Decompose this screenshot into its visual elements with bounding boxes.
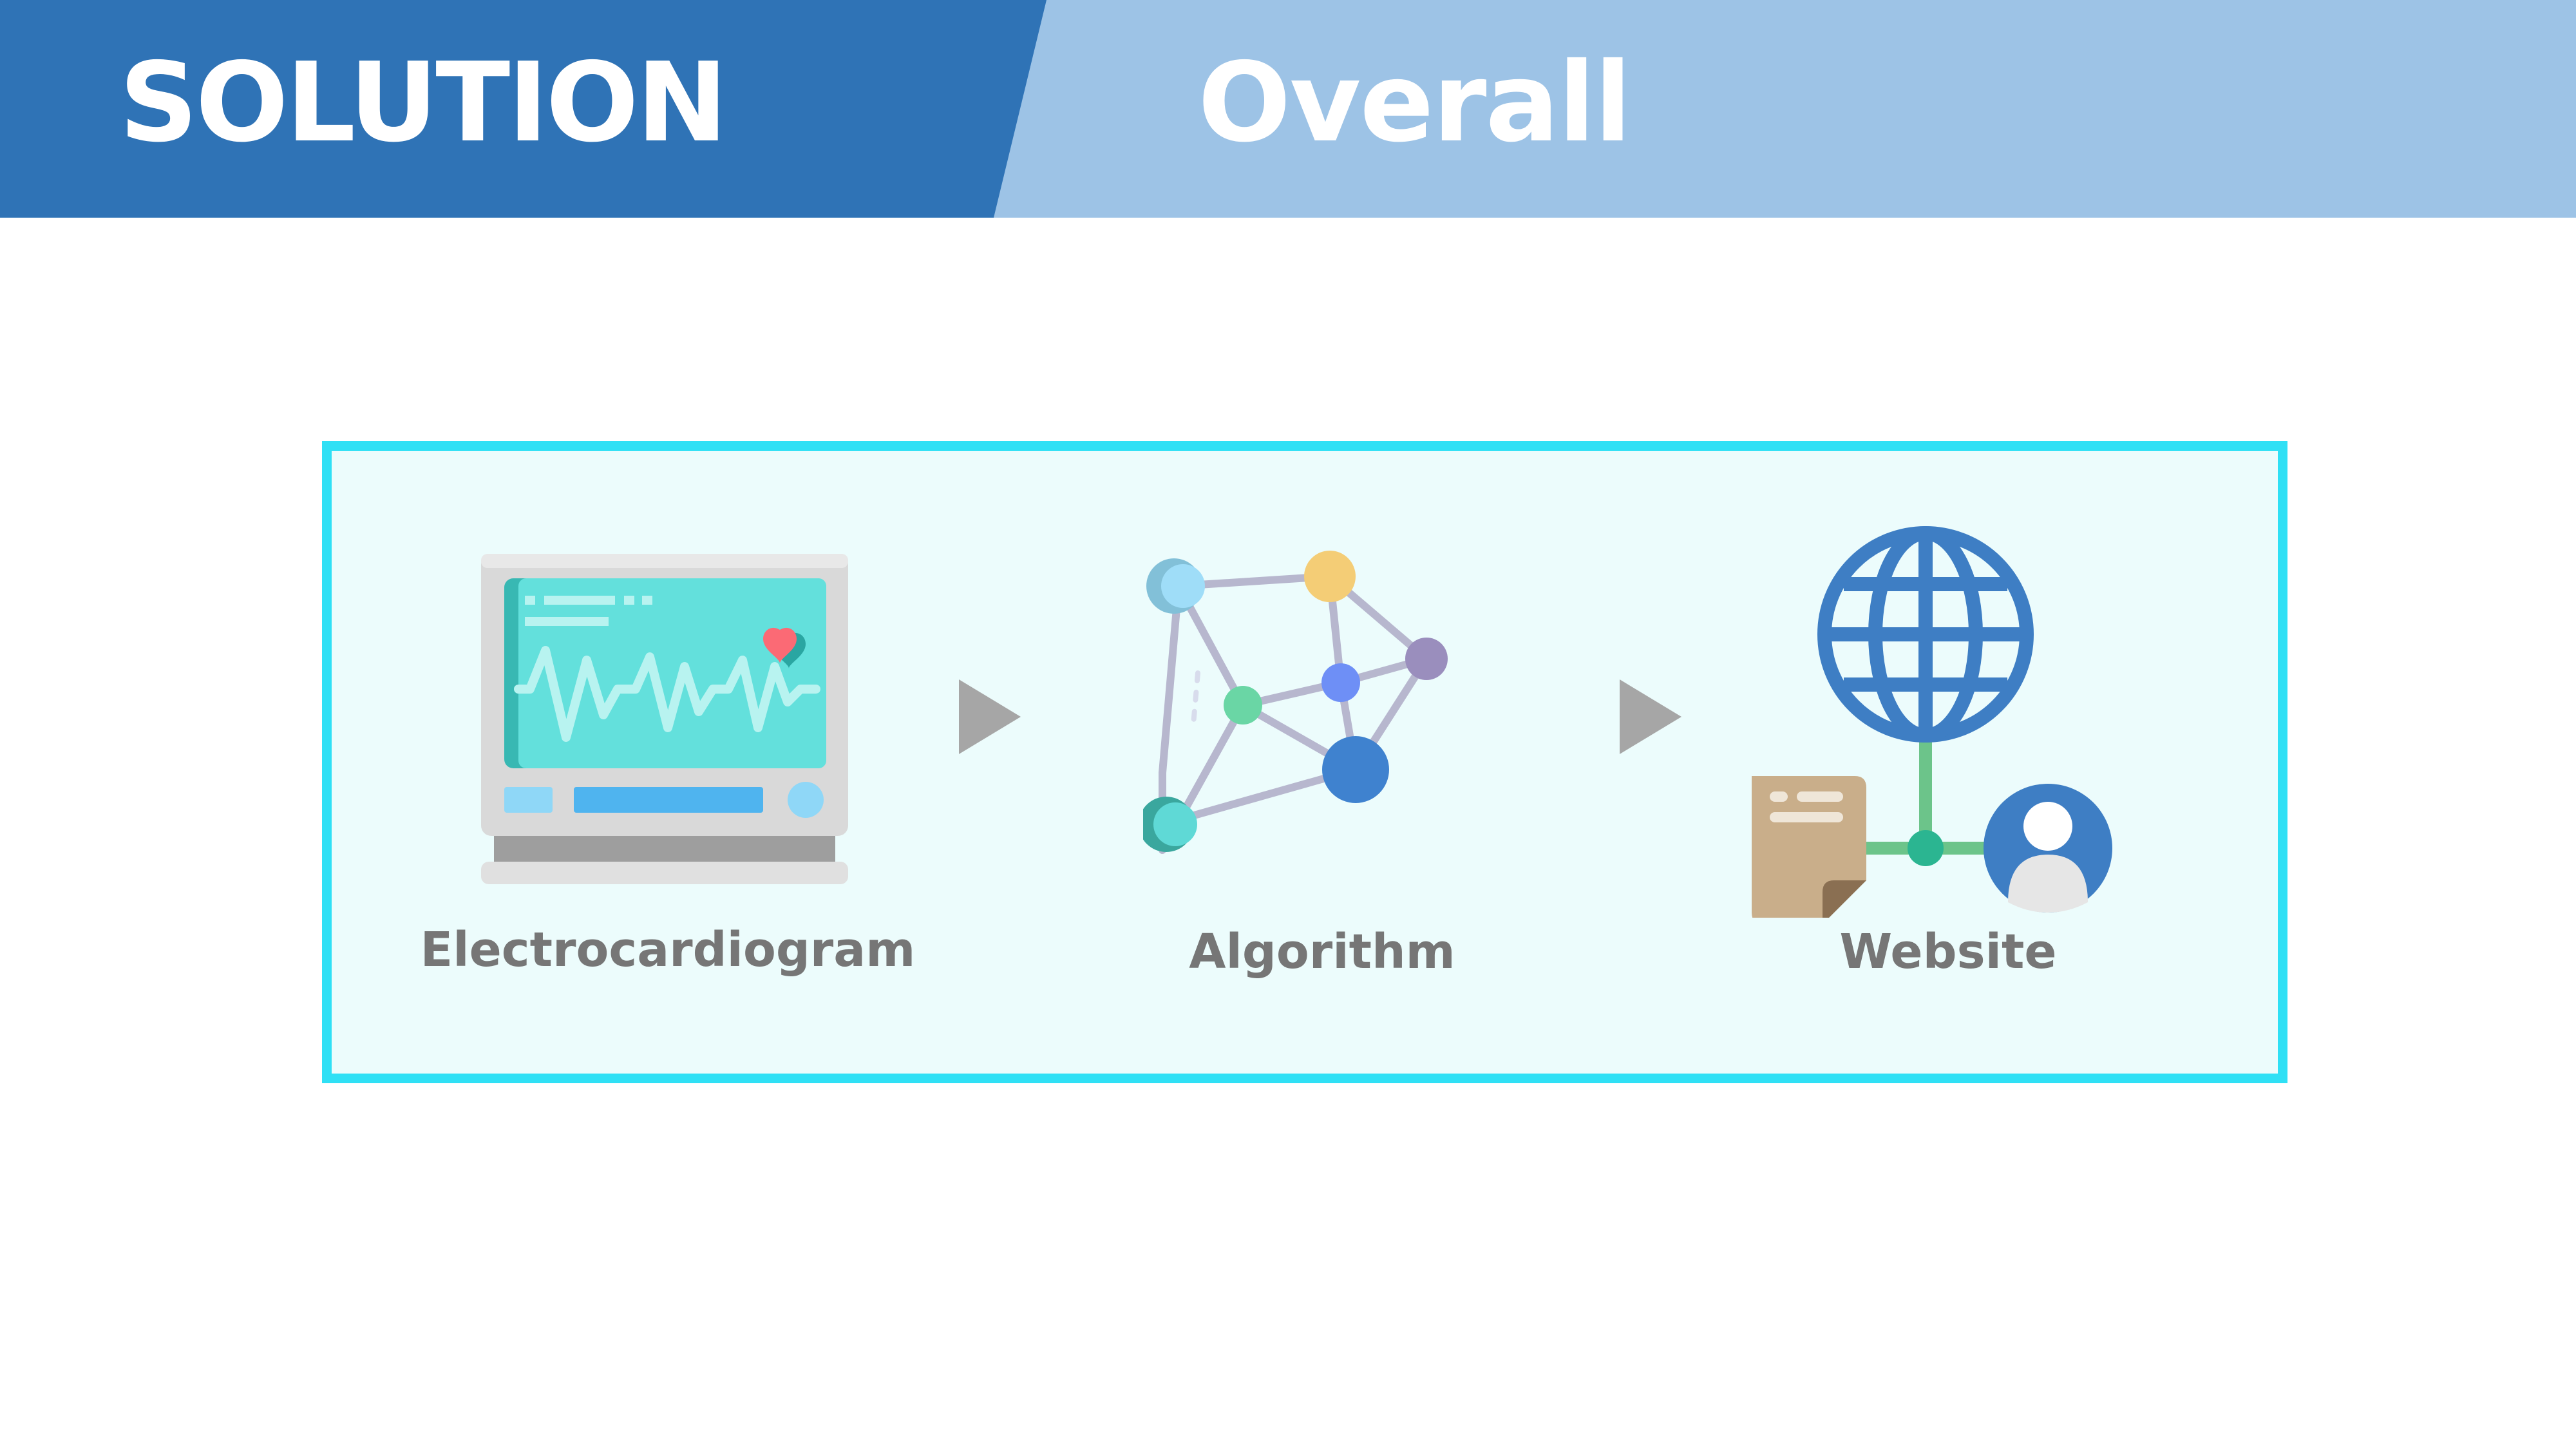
globe-user-document-icon [1752,526,2112,918]
solution-flow-panel: Electrocardiogram Algo [322,441,2287,1083]
play-arrow-icon [959,679,1021,754]
play-arrow-icon [1620,679,1681,754]
section-title: SOLUTION [119,39,728,167]
slide-header: SOLUTION Overall [0,0,2576,218]
ecg-monitor-icon [481,554,848,884]
slide-subtitle: Overall [1198,39,1632,167]
step-label-electrocardiogram: Electrocardiogram [420,922,916,978]
step-label-website: Website [1839,924,2057,980]
header-banner [0,0,2576,218]
network-graph-icon [1143,551,1448,854]
step-label-algorithm: Algorithm [1189,924,1455,980]
